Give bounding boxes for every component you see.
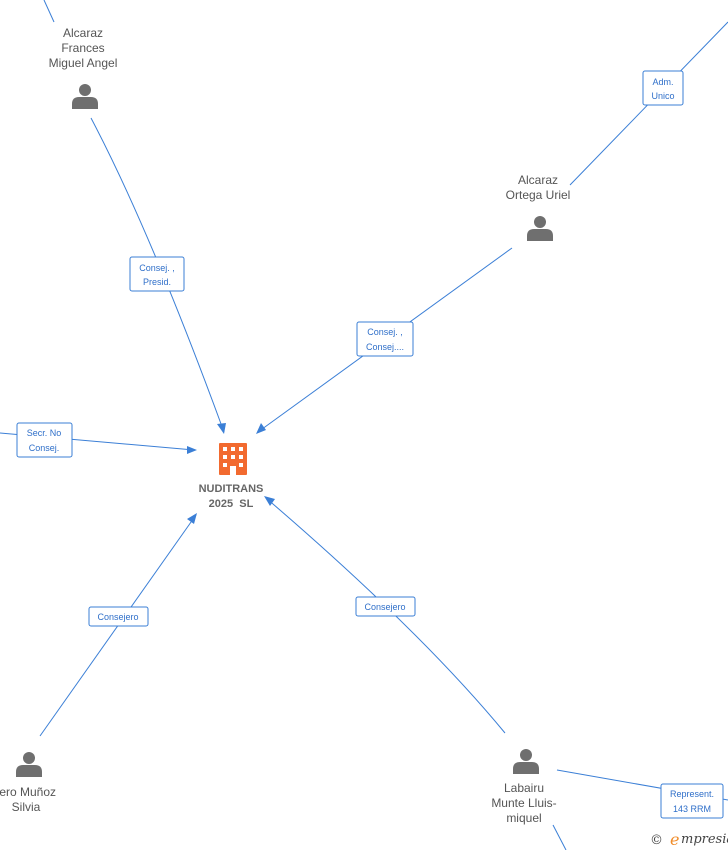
person-icon [16, 752, 42, 777]
company-name-line1: NUDITRANS [199, 483, 264, 495]
person-name-line: Alcaraz [518, 173, 558, 187]
person-node-otero-munoz[interactable]: tero Muñoz Silvia [0, 752, 56, 814]
edge-label-line: Represent. [670, 789, 714, 799]
edge-label-line: Presid. [143, 277, 171, 287]
edge-label-consejero-right[interactable]: Consejero [355, 596, 416, 617]
edge-label-consejero-left[interactable]: Consejero [88, 606, 149, 627]
edge-label-line: Consejero [364, 602, 405, 612]
brand-e-letter: e [670, 830, 679, 849]
person-name-line: Munte Lluis- [491, 796, 556, 810]
person-name-line: Alcaraz [63, 26, 103, 40]
person-name-line: Silvia [12, 800, 41, 814]
edge-top-left-stub [43, 0, 55, 23]
person-node-alcaraz-frances[interactable]: Alcaraz Frances Miguel Angel [49, 26, 118, 109]
person-node-labairu[interactable]: Labairu Munte Lluis- miquel [491, 749, 557, 825]
person-name-line: Ortega Uriel [506, 188, 571, 202]
edge-label-consej-consej[interactable]: Consej. , Consej.... [356, 321, 414, 357]
edge-label-consej-presid[interactable]: Consej. , Presid. [129, 256, 185, 292]
edge-label-adm-unico[interactable]: Adm. Unico [642, 70, 684, 106]
edge-label-line: Consejero [97, 612, 138, 622]
person-icon [527, 216, 553, 241]
brand-watermark: © e mpresia [650, 830, 728, 849]
edge-label-line: Consej. [29, 443, 60, 453]
person-node-alcaraz-ortega[interactable]: Alcaraz Ortega Uriel [506, 173, 571, 241]
arrow-consej-presid [217, 423, 226, 434]
arrow-consejero-right [264, 496, 275, 506]
arrow-secr-no-consej [187, 446, 197, 454]
edge-label-line: Unico [651, 91, 674, 101]
person-icon [513, 749, 539, 774]
person-name-line: Miguel Angel [49, 56, 118, 70]
edge-label-line: Consej.... [366, 342, 404, 352]
edge-label-secr-no-consej[interactable]: Secr. No Consej. [16, 422, 73, 458]
person-name-line: Frances [61, 41, 104, 55]
edge-label-line: Secr. No [27, 428, 62, 438]
edge-label-line: 143 RRM [673, 804, 711, 814]
person-name-line: tero Muñoz [0, 785, 56, 799]
edge-consej-presid [90, 117, 225, 433]
edge-label-line: Adm. [652, 77, 673, 87]
edge-label-line: Consej. , [367, 327, 403, 337]
edge-label-line: Consej. , [139, 263, 175, 273]
company-node-nuditrans[interactable]: NUDITRANS 2025 SL [199, 443, 264, 510]
person-icon [72, 84, 98, 109]
person-name-line: Labairu [504, 781, 544, 795]
arrow-consej-consej [256, 423, 266, 434]
building-icon [219, 443, 247, 475]
person-name-line: miquel [506, 811, 541, 825]
arrow-consejero-left [187, 513, 197, 524]
edge-label-represent[interactable]: Represent. 143 RRM [660, 783, 724, 819]
edge-bottom-stub [552, 824, 567, 850]
brand-name: mpresia [681, 832, 728, 847]
edge-consejero-right [265, 497, 506, 734]
copyright-symbol: © [650, 833, 663, 848]
company-name-line2: 2025 SL [209, 498, 254, 510]
